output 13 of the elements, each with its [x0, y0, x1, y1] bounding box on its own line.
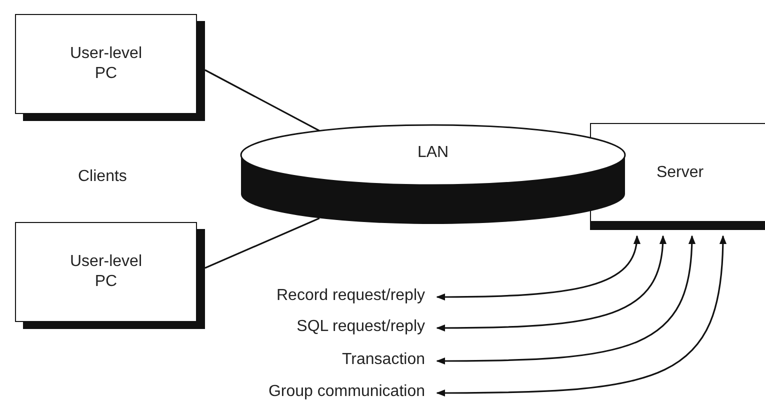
double-arrow: [436, 235, 666, 332]
node-text: LAN: [416, 144, 450, 162]
double-arrow: [436, 235, 726, 397]
node-text: User-level PC: [68, 44, 143, 84]
node-text: Server: [656, 162, 704, 182]
message-type-label: Record request/reply: [276, 287, 425, 305]
double-arrow: [436, 235, 640, 301]
message-type-label: Transaction: [342, 351, 425, 369]
message-type-label: Group communication: [268, 383, 425, 401]
group-label: Clients: [78, 168, 127, 186]
double-arrow: [436, 235, 696, 365]
message-type-label: SQL request/reply: [296, 318, 425, 336]
node-text: User-level PC: [68, 252, 143, 292]
